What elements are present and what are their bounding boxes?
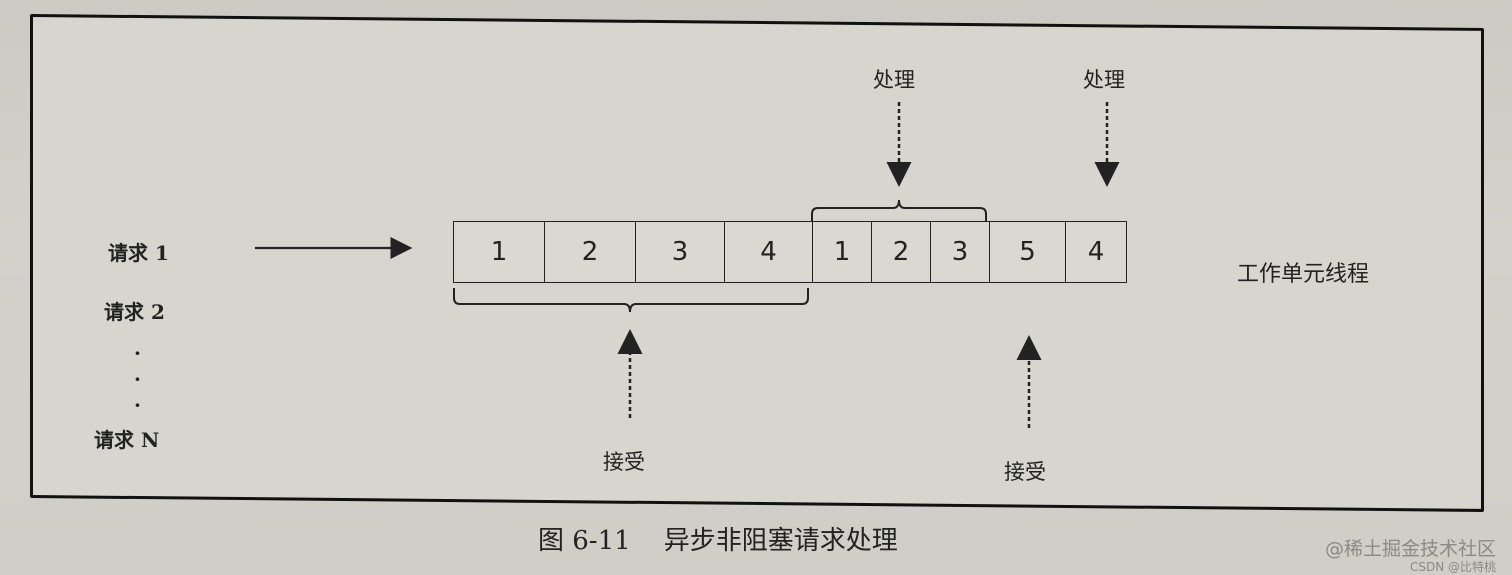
thread-cell: 2: [545, 222, 636, 282]
thread-cell: 3: [636, 222, 725, 282]
thread-cell: 5: [990, 222, 1066, 282]
accept-label-2: 接受: [1004, 460, 1046, 484]
watermark-juejin: @稀土掘金技术社区: [1324, 538, 1496, 560]
thread-cell: 2: [872, 222, 931, 282]
process-label-2: 处理: [1083, 68, 1125, 92]
thread-cell: 3: [931, 222, 990, 282]
thread-cell: 4: [1087, 237, 1105, 267]
accept-label-1: 接受: [603, 450, 645, 474]
worker-thread-label: 工作单元线程: [1237, 262, 1370, 287]
process-brace-icon: [811, 199, 987, 222]
ellipsis-dots: ···: [134, 341, 141, 417]
worker-thread-cells: 1 2 3 4 1 2 3 5 4: [453, 221, 1127, 283]
thread-cell: 1: [454, 222, 545, 282]
request-1-label: 请求 1: [108, 241, 169, 265]
request-n-label: 请求 N: [94, 428, 160, 452]
request-2-label: 请求 2: [104, 300, 165, 324]
accept-brace-icon: [453, 288, 809, 313]
watermark-csdn: CSDN @比特桃: [1409, 560, 1496, 574]
thread-cell: 1: [813, 222, 872, 282]
process-label-1: 处理: [873, 68, 915, 92]
thread-cell: 4: [725, 222, 813, 282]
figure-caption: 图 6-11 异步非阻塞请求处理: [538, 526, 898, 556]
